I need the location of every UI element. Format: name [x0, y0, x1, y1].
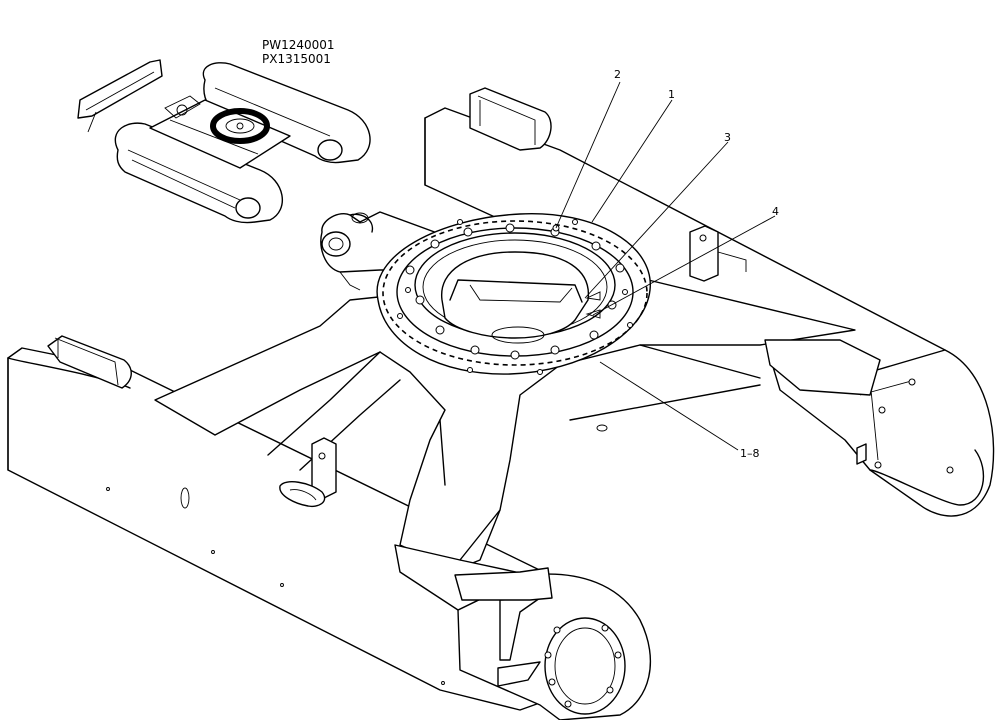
serial-number-2: PX1315001: [262, 52, 331, 66]
undercarriage-thumbnail-icon: [77, 59, 371, 224]
callout-1-8: 1–8: [740, 447, 760, 460]
callout-1: 1: [668, 88, 675, 101]
callout-4: 4: [772, 205, 779, 218]
slewing-ring-highlight-icon: [210, 108, 270, 144]
serial-number-1: PW1240001: [262, 38, 335, 52]
slewing-ring: [376, 213, 651, 375]
callout-2: 2: [614, 68, 621, 81]
callout-3: 3: [724, 131, 731, 144]
lower-frame: [7, 87, 995, 720]
leader-lines: [555, 81, 776, 451]
ring-bolts: [397, 219, 633, 375]
